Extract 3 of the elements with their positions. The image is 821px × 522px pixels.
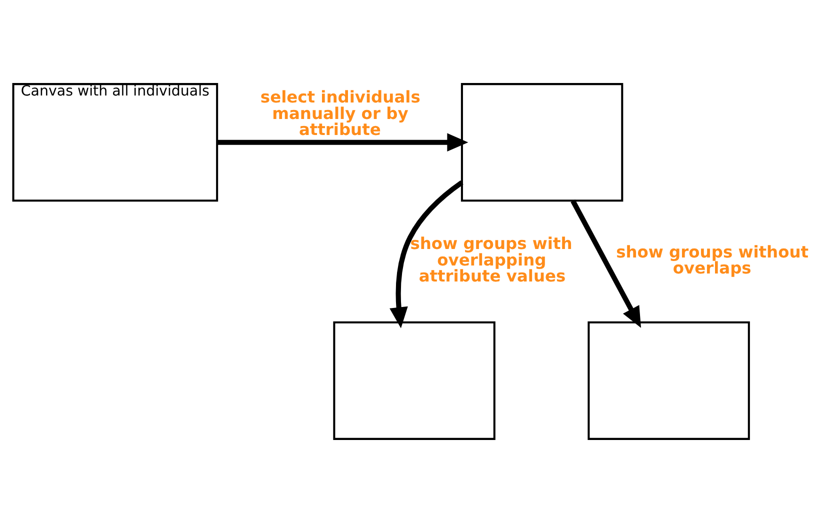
edge-label: select individuals manually or by attribute	[260, 87, 420, 139]
edge-label: show groups with overlapping attribute values	[410, 234, 572, 286]
edge-label: show groups without overlaps	[616, 242, 808, 277]
